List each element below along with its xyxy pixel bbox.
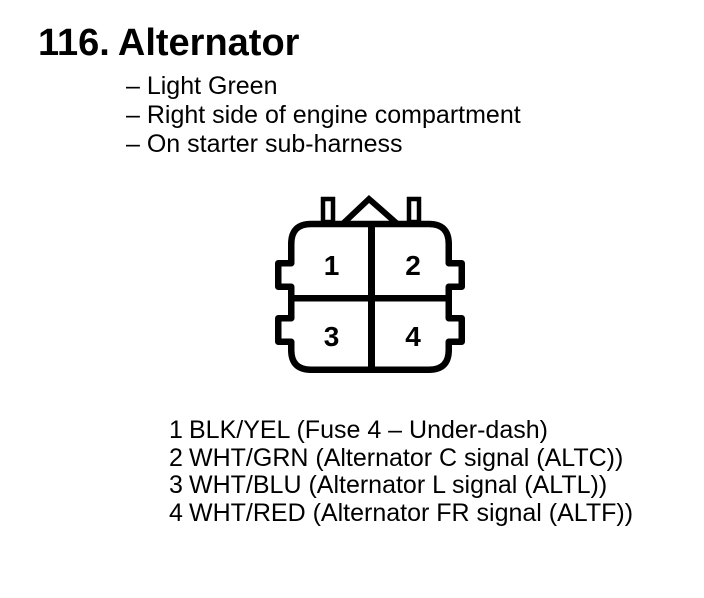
pin-description: BLK/YEL (Fuse 4 – Under-dash) [189, 416, 548, 444]
connector-pin-4-label: 4 [405, 321, 421, 352]
pin-row-4: 4 WHT/RED (Alternator FR signal (ALTF)) [169, 498, 634, 528]
note-location: – Right side of engine compartment [126, 101, 521, 129]
connector-diagram: 1 2 3 4 [265, 188, 475, 384]
connector-tab-left [320, 196, 336, 225]
connector-keying-chevron-icon [337, 194, 403, 229]
connector-drawing: 1 2 3 4 [275, 194, 465, 373]
pin-row-3: 3 WHT/BLU (Alternator L signal (ALTL)) [169, 471, 633, 500]
pin-number: 4 [169, 498, 183, 527]
note-wire-color: – Light Green [126, 72, 278, 100]
section-title: Alternator [117, 22, 300, 64]
connector-tab-right [406, 196, 422, 225]
pin-description: WHT/BLU (Alternator L signal (ALTL)) [189, 471, 608, 499]
pin-description: WHT/GRN (Alternator C signal (ALTC)) [189, 443, 624, 472]
connector-pin-1-label: 1 [324, 250, 340, 281]
pin-row-2: 2 WHT/GRN (Alternator C signal (ALTC)) [169, 443, 633, 473]
pin-number: 2 [169, 443, 183, 472]
section-number: 116. [38, 22, 110, 64]
pin-description: WHT/RED (Alternator FR signal (ALTF)) [189, 498, 634, 527]
pin-list: 1 BLK/YEL (Fuse 4 – Under-dash) 2 WHT/GR… [169, 416, 634, 528]
pin-number: 3 [169, 471, 183, 499]
page-title: 116.Alternator [38, 24, 299, 62]
connector-notes: – Light Green – Right side of engine com… [126, 72, 521, 159]
connector-pin-3-label: 3 [324, 321, 340, 352]
connector-pin-2-label: 2 [405, 250, 421, 281]
note-harness: – On starter sub-harness [126, 130, 403, 158]
pin-number: 1 [169, 416, 183, 444]
pin-row-1: 1 BLK/YEL (Fuse 4 – Under-dash) [169, 416, 633, 445]
